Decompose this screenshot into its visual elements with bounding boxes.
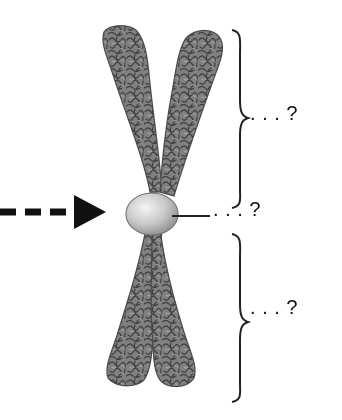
dashed-arrow-icon [0,195,106,229]
label-lower-arms: . . . ? [250,297,298,319]
curly-brace-lower-icon [231,233,252,403]
label-upper-arms: . . . ? [250,103,298,125]
chromatid-upper-left [102,25,163,193]
chromatid-lower-right [150,227,196,388]
chromatid-upper-right [159,29,224,197]
centromere [125,192,179,236]
label-centromere: . . . ? [213,199,261,221]
curly-brace-upper-icon [231,29,252,209]
